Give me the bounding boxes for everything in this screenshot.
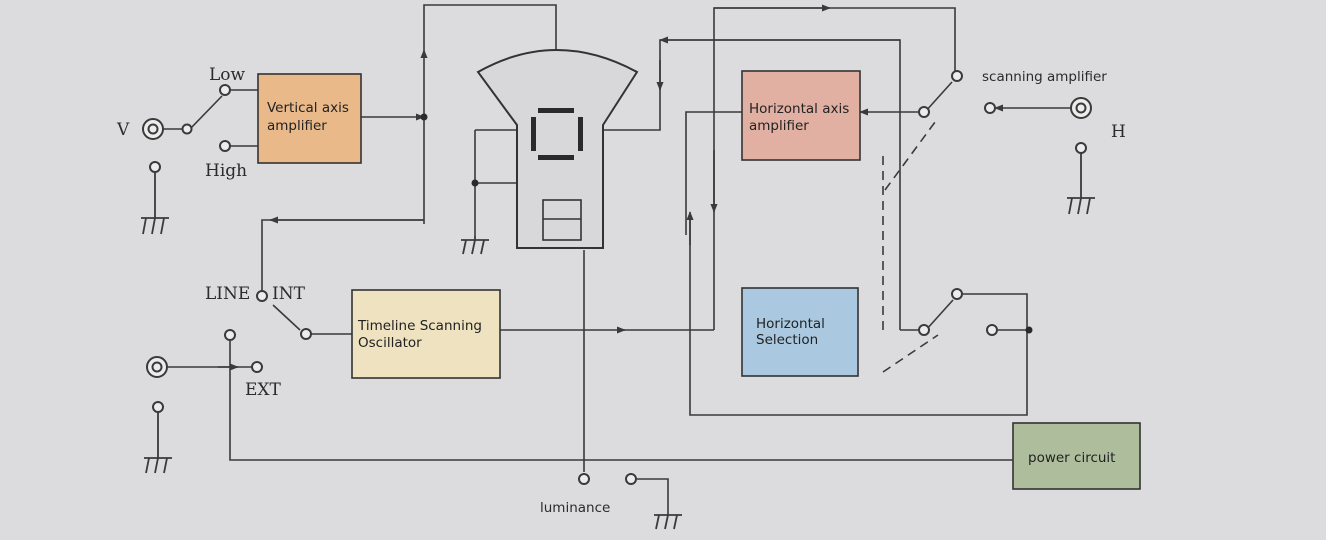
luminance-terminal [578,473,590,485]
lower-switch-right-terminal [986,324,998,336]
vertical-amp-label-1: Vertical axis [267,100,349,116]
electron-gun [542,199,582,241]
low-terminal [219,84,231,96]
line-label: LINE [205,284,250,304]
cathode-ray-tube [476,49,639,249]
terminals [141,70,1095,530]
v-label: V [116,120,130,140]
v-input-switch-lever [189,95,223,130]
luminance-ground-terminal [625,473,637,485]
wiring [163,4,1072,515]
horizontal-amp-label-2: amplifier [749,118,809,134]
ext-label: EXT [245,380,282,400]
horizontal-selection-block: Horizontal Selection [741,287,859,377]
line-int-switch-pivot [300,328,312,340]
int-label: INT [272,284,306,304]
power-circuit-block: power circuit [1012,422,1141,490]
scan-switch-pivot [918,106,930,118]
ext-terminal [251,361,263,373]
timeline-osc-label-2: Oscillator [358,335,422,351]
h-label: H [1111,122,1126,142]
lower-switch-upper-terminal [951,288,963,300]
high-label: High [205,161,247,181]
vertical-deflection-plate-bottom [538,155,574,160]
v-switch-pivot [181,123,193,135]
horizontal-axis-amplifier-block: Horizontal axis amplifier [741,70,861,161]
scanning-amplifier-terminal [951,70,963,82]
vertical-amp-label-2: amplifier [267,118,327,134]
ext-upper-terminal [224,329,236,341]
horizontal-amp-label-1: Horizontal axis [749,101,849,117]
lower-switch-pivot [918,324,930,336]
scanning-amplifier-label: scanning amplifier [982,69,1107,85]
vertical-axis-amplifier-block: Vertical axis amplifier [257,73,362,164]
vertical-deflection-plate-top [538,108,574,113]
high-terminal [219,140,231,152]
horizontal-deflection-plate-left [531,117,536,151]
h-switch-terminal [984,102,996,114]
line-terminal [256,290,268,302]
low-label: Low [209,65,246,85]
timeline-scanning-oscillator-block: Timeline Scanning Oscillator [351,289,501,379]
horizontal-deflection-plate-right [578,117,583,151]
luminance-label: luminance [540,500,610,516]
power-circuit-label: power circuit [1028,450,1115,466]
labels: V Low High H LINE INT EXT scanning ampli… [116,65,1126,516]
horizontal-selection-label-1: Horizontal [756,316,825,332]
timeline-osc-label-1: Timeline Scanning [357,318,482,334]
horizontal-selection-label-2: Selection [756,332,818,348]
